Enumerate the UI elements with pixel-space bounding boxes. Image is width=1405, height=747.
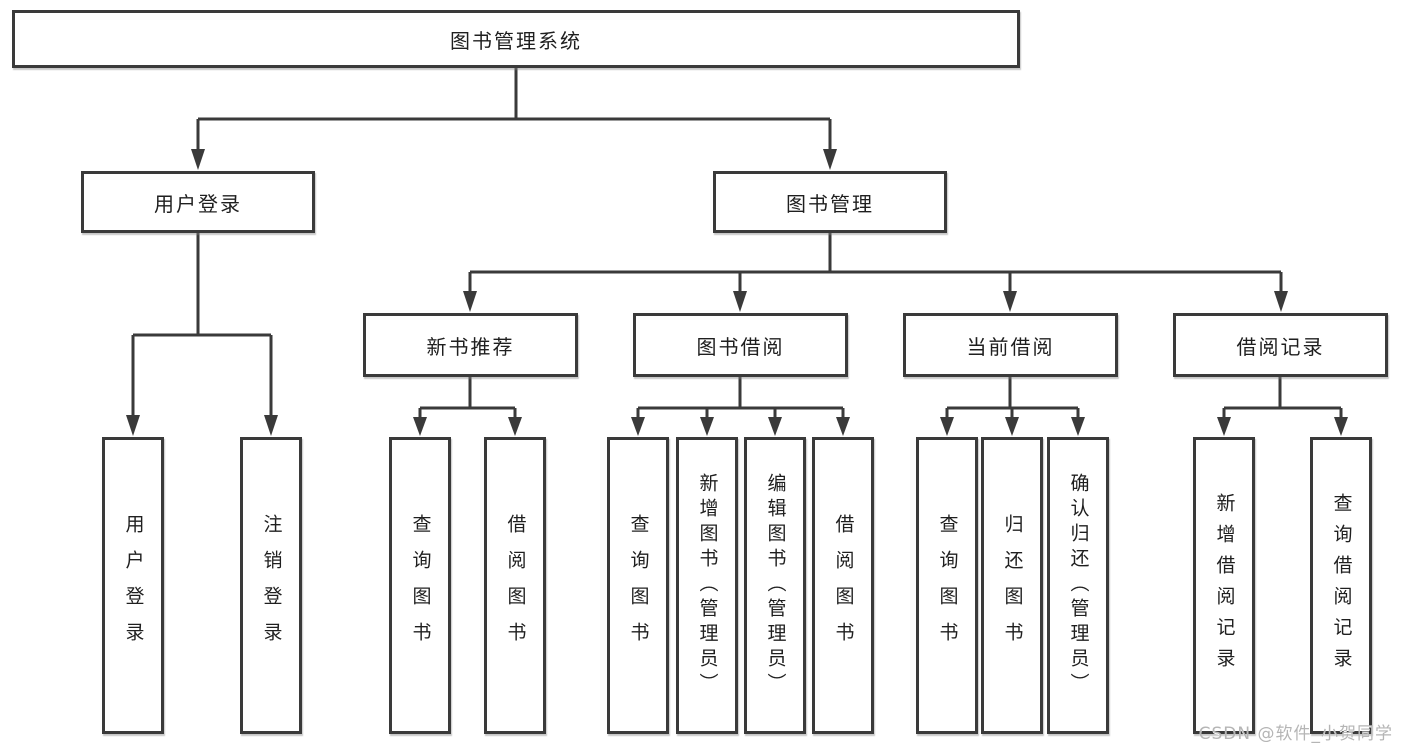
csdn-watermark: CSDN @软件_小贺同学 [1198,724,1393,744]
leaf-borrow-book: 借阅图书 [812,437,874,734]
node-book-borrow-label: 图书借阅 [696,334,785,359]
leaf-edit-book-admin-label: 编辑图书（管理员） [764,473,787,698]
leaf-query-book-borrow: 查询图书 [607,437,669,734]
leaf-return-book: 归还图书 [981,437,1043,734]
leaf-borrow-book-label: 借阅图书 [832,513,855,658]
leaf-user-login-label: 用户登录 [122,513,145,658]
connector-user-login-to-leaves [126,233,278,436]
leaf-add-borrow-record-label: 新增借阅记录 [1213,492,1236,679]
connector-book-management-to-sections [463,233,1288,312]
leaf-confirm-return-admin: 确认归还（管理员） [1047,437,1109,734]
leaf-query-borrow-record: 查询借阅记录 [1310,437,1372,734]
leaf-query-book-current: 查询图书 [916,437,978,734]
node-new-book-recommend: 新书推荐 [363,313,578,377]
node-book-management: 图书管理 [713,171,947,233]
connector-book-borrow-to-leaves [631,377,850,436]
connector-current-borrow-to-leaves [940,377,1085,436]
node-book-borrow: 图书借阅 [633,313,848,377]
leaf-logout-label: 注销登录 [260,513,283,658]
leaf-query-borrow-record-label: 查询借阅记录 [1330,492,1353,679]
leaf-borrow-book-recommend: 借阅图书 [484,437,546,734]
node-user-login-label: 用户登录 [154,191,242,216]
leaf-edit-book-admin: 编辑图书（管理员） [744,437,806,734]
connector-borrow-record-to-leaves [1217,377,1348,436]
leaf-query-book-borrow-label: 查询图书 [627,513,650,658]
leaf-query-book-recommend-label: 查询图书 [409,513,432,658]
connector-root-to-branches [191,68,837,170]
node-new-book-recommend-label: 新书推荐 [426,334,515,359]
node-current-borrow-label: 当前借阅 [966,334,1055,359]
leaf-add-book-admin-label: 新增图书（管理员） [696,473,719,698]
leaf-confirm-return-admin-label: 确认归还（管理员） [1067,473,1090,698]
connector-new-book-to-leaves [413,377,522,436]
node-borrow-record-label: 借阅记录 [1236,334,1325,359]
node-root: 图书管理系统 [12,10,1020,68]
leaf-query-book-recommend: 查询图书 [389,437,451,734]
leaf-return-book-label: 归还图书 [1001,513,1024,658]
node-borrow-record: 借阅记录 [1173,313,1388,377]
node-root-label: 图书管理系统 [450,28,582,53]
node-book-management-label: 图书管理 [786,191,874,216]
leaf-user-login: 用户登录 [102,437,164,734]
node-current-borrow: 当前借阅 [903,313,1118,377]
leaf-borrow-book-recommend-label: 借阅图书 [504,513,527,658]
leaf-add-borrow-record: 新增借阅记录 [1193,437,1255,734]
node-user-login: 用户登录 [81,171,315,233]
leaf-logout: 注销登录 [240,437,302,734]
leaf-add-book-admin: 新增图书（管理员） [676,437,738,734]
leaf-query-book-current-label: 查询图书 [936,513,959,658]
